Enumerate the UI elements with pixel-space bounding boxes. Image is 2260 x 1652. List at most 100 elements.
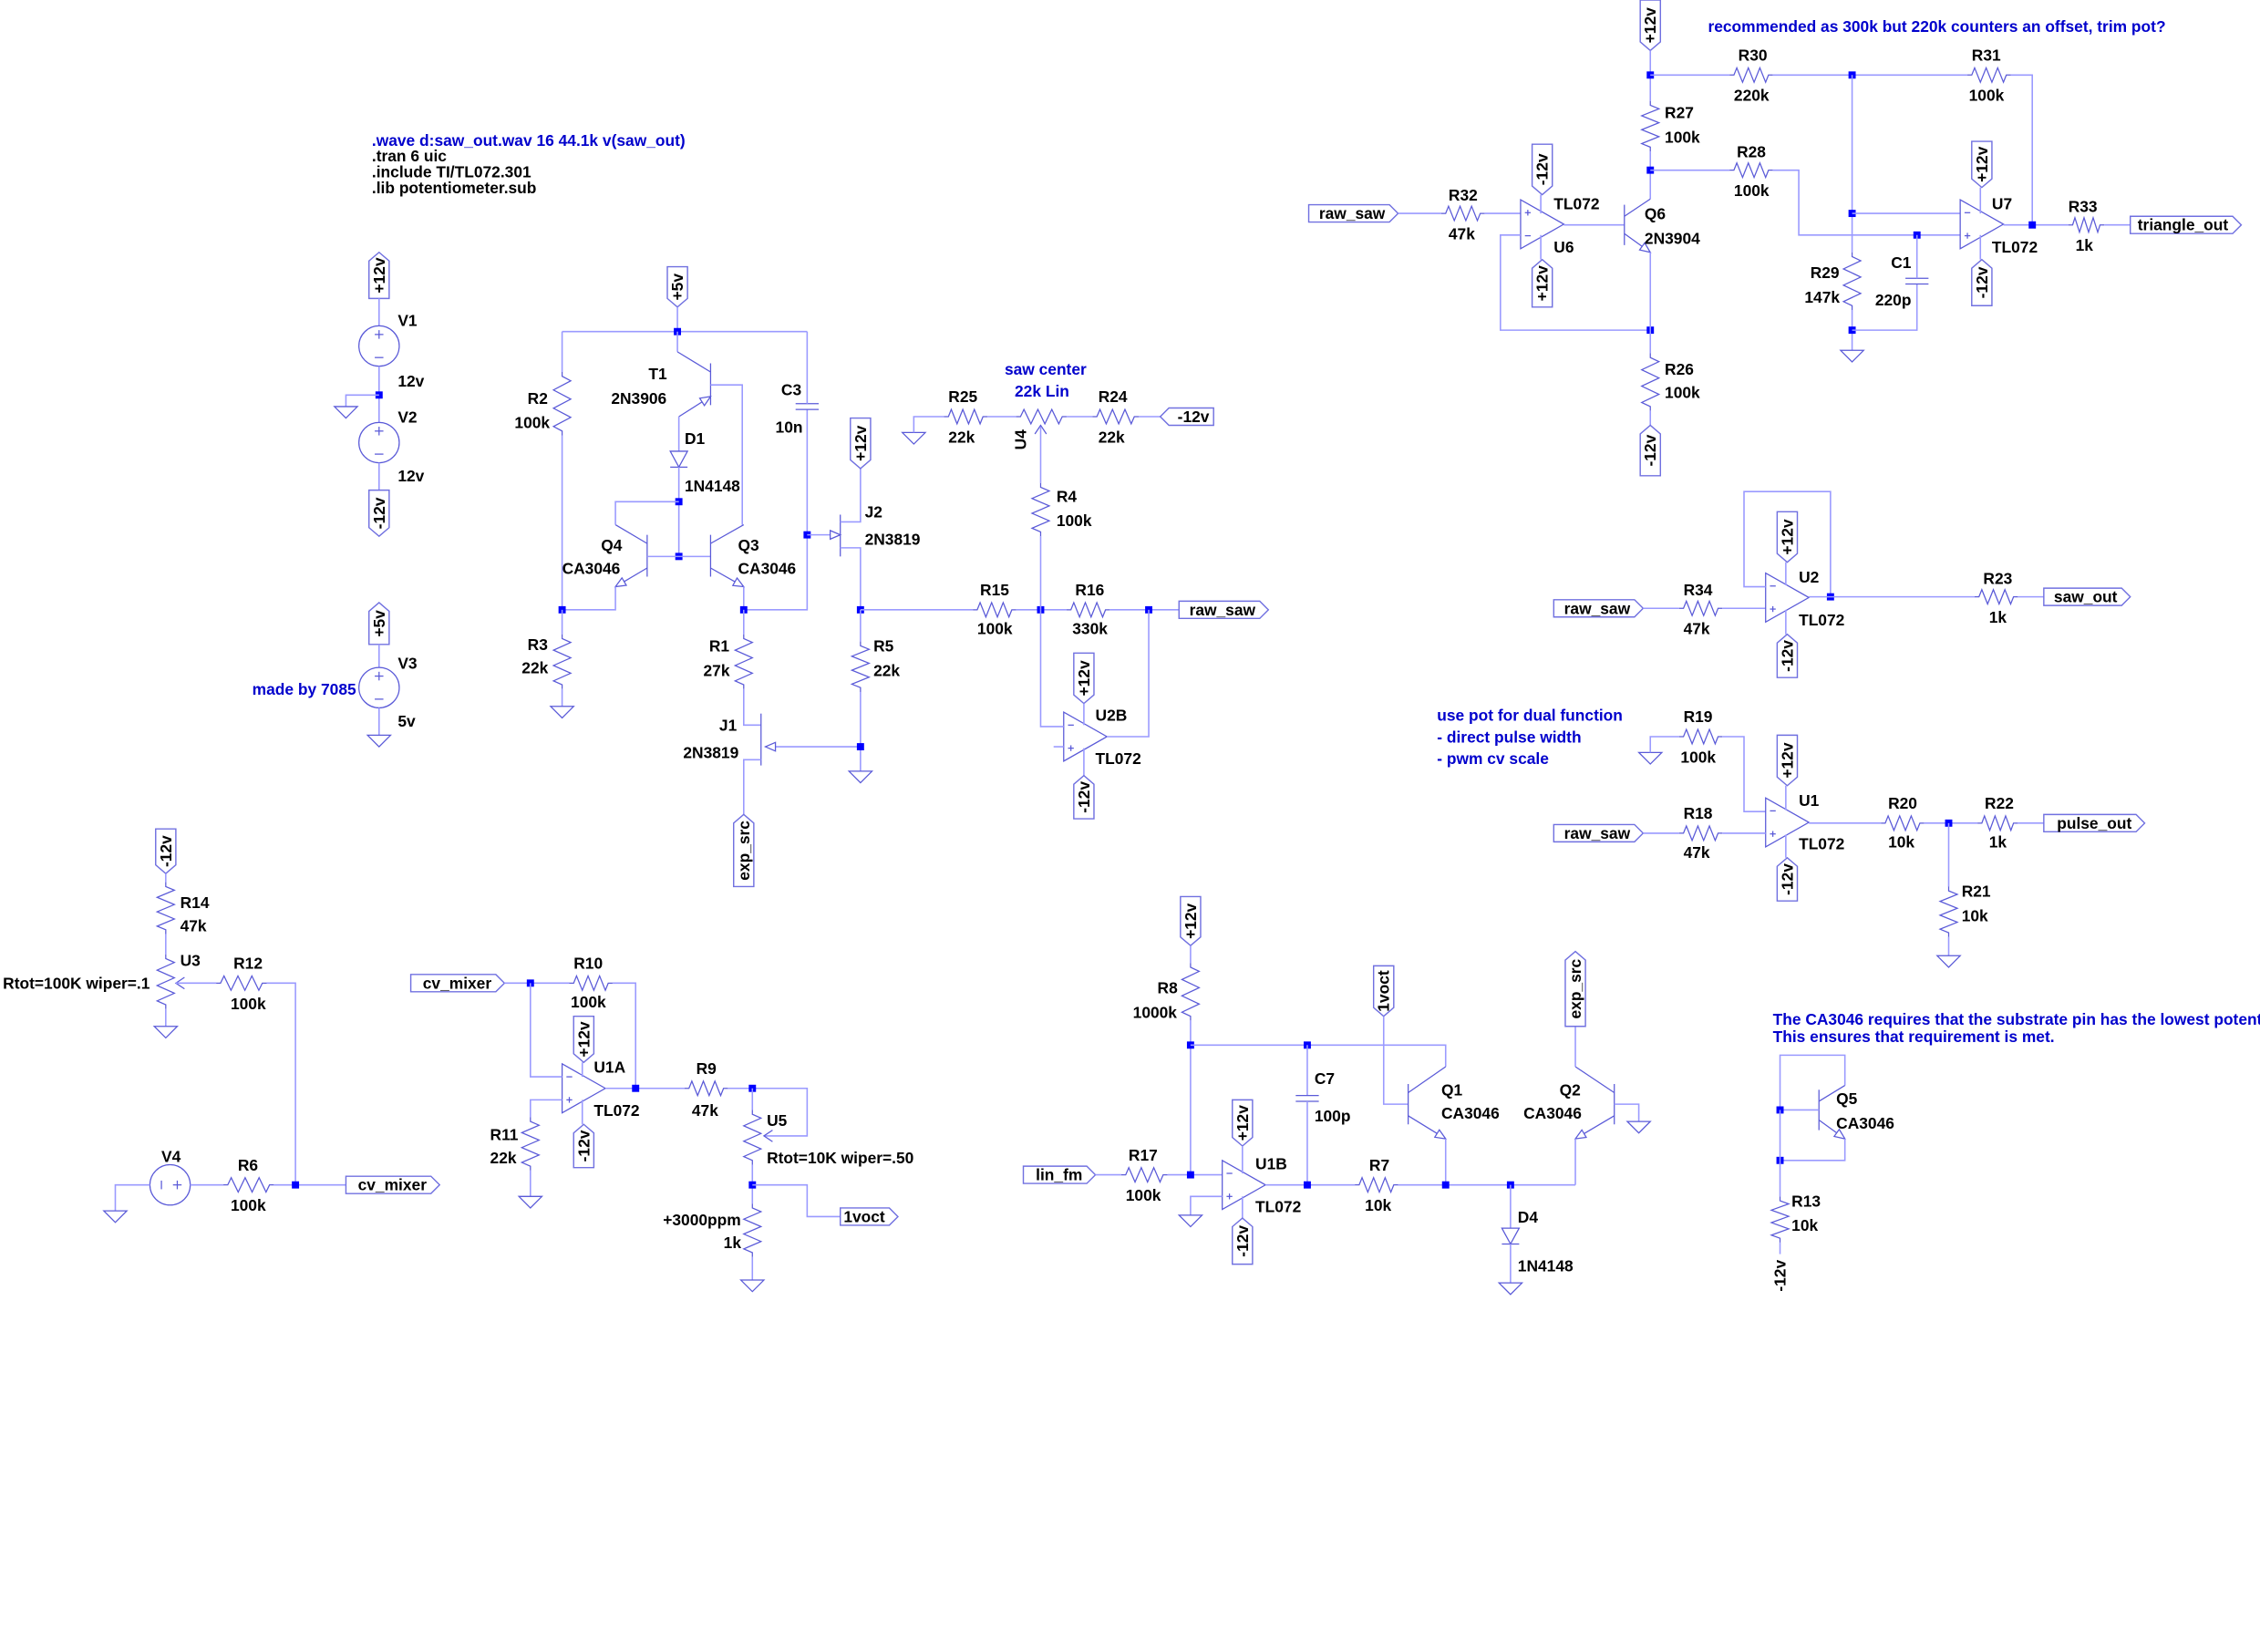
net-flag[interactable] <box>368 602 390 645</box>
net-port[interactable] <box>1553 823 1645 843</box>
component-label: D4 <box>1518 1208 1539 1226</box>
wiper-arrow-icon <box>762 1130 773 1142</box>
collector-lead <box>614 524 648 544</box>
wire[interactable] <box>1190 1044 1447 1068</box>
net-flag[interactable] <box>1776 856 1799 902</box>
component-label: R30 <box>1739 46 1768 64</box>
net-flag[interactable] <box>1372 965 1395 1017</box>
component-label: TL072 <box>1255 1198 1301 1216</box>
wire[interactable] <box>1779 1054 1846 1110</box>
component-label: R1 <box>709 637 730 656</box>
emitter-arrow-icon <box>1638 242 1652 253</box>
comment: recommended as 300k but 220k counters an… <box>1708 17 2165 36</box>
wire[interactable] <box>530 1099 562 1118</box>
resistor-symbol <box>1066 601 1110 619</box>
net-port[interactable] <box>1159 407 1214 427</box>
wire[interactable] <box>840 547 862 610</box>
wire[interactable] <box>1852 284 1918 331</box>
net-flag[interactable] <box>155 828 177 875</box>
net-flag[interactable] <box>1564 950 1586 1027</box>
component-label: 1k <box>2076 236 2094 254</box>
wire[interactable] <box>345 394 379 407</box>
resistor-symbol <box>1092 408 1139 426</box>
component-label: TL072 <box>1992 238 2038 256</box>
net-flag[interactable] <box>1776 511 1799 563</box>
voltage-source-symbol <box>149 1163 191 1206</box>
junction-dot <box>558 605 566 614</box>
net-port[interactable] <box>409 974 506 993</box>
net-flag[interactable] <box>1971 140 1993 189</box>
net-port[interactable] <box>2043 587 2131 606</box>
component-label: 330k <box>1072 620 1108 638</box>
wire[interactable] <box>743 409 809 611</box>
ground-icon <box>1839 349 1865 363</box>
net-port[interactable] <box>345 1175 441 1194</box>
net-port[interactable] <box>840 1207 899 1226</box>
wire[interactable] <box>1107 609 1150 738</box>
net-port[interactable] <box>1307 203 1399 223</box>
net-port[interactable] <box>2129 215 2243 234</box>
net-flag[interactable] <box>1639 424 1662 477</box>
wire[interactable] <box>1190 1195 1223 1215</box>
net-port[interactable] <box>1178 600 1270 620</box>
wire[interactable] <box>728 1087 809 1137</box>
component-label: 47k <box>1684 620 1710 638</box>
wire[interactable] <box>530 983 562 1078</box>
net-flag[interactable] <box>1073 652 1095 705</box>
net-flag[interactable] <box>1531 258 1553 308</box>
component-label: J1 <box>719 717 738 735</box>
wire[interactable] <box>612 982 637 1089</box>
wire[interactable] <box>2010 74 2033 225</box>
net-flag[interactable] <box>1776 633 1799 678</box>
net-port[interactable] <box>1022 1165 1097 1184</box>
net-flag[interactable] <box>1639 0 1662 52</box>
net-flag[interactable] <box>1776 734 1799 787</box>
wire[interactable] <box>1382 1016 1409 1105</box>
ground-icon <box>1177 1214 1204 1228</box>
wire[interactable] <box>1649 736 1679 753</box>
wire[interactable] <box>1039 609 1064 728</box>
lib-directive: .lib potentiometer.sub <box>372 179 537 197</box>
net-port[interactable] <box>2043 813 2146 833</box>
wire[interactable] <box>562 586 616 611</box>
net-flag[interactable] <box>368 489 390 538</box>
wire[interactable] <box>913 416 944 433</box>
net-flag[interactable] <box>1073 774 1095 820</box>
comment: saw center <box>1005 360 1087 378</box>
wire[interactable] <box>1614 1103 1640 1122</box>
wire[interactable] <box>1722 736 1766 812</box>
component-label: V1 <box>397 311 418 329</box>
wire[interactable] <box>1500 234 1651 331</box>
net-flag[interactable] <box>368 251 390 300</box>
component-label: R12 <box>233 955 263 973</box>
wire[interactable] <box>840 468 862 523</box>
net-flag[interactable] <box>1971 258 1993 306</box>
wire[interactable] <box>710 384 744 525</box>
net-flag[interactable] <box>1232 1217 1254 1265</box>
wire[interactable] <box>1772 169 1961 236</box>
ground-icon <box>102 1210 129 1224</box>
wire[interactable] <box>743 688 761 727</box>
junction-dot <box>1186 1171 1194 1179</box>
component-label: C1 <box>1891 253 1912 272</box>
net-flag[interactable] <box>666 265 688 308</box>
wire[interactable] <box>114 1183 150 1212</box>
net-flag[interactable] <box>1531 143 1553 196</box>
net-flag[interactable] <box>573 1123 595 1169</box>
net-flag[interactable] <box>1180 895 1202 947</box>
wire[interactable] <box>614 501 679 525</box>
wire[interactable] <box>1743 490 1832 597</box>
net-port[interactable] <box>1553 599 1645 618</box>
wire[interactable] <box>743 759 761 815</box>
net-flag[interactable] <box>733 813 755 888</box>
net-flag[interactable] <box>850 417 872 470</box>
wire[interactable] <box>1780 1139 1846 1162</box>
component-label: R29 <box>1811 263 1840 282</box>
wire[interactable] <box>266 982 296 1185</box>
net-flag[interactable] <box>1232 1099 1254 1147</box>
wire[interactable] <box>752 1183 841 1218</box>
component-label: R28 <box>1737 142 1766 160</box>
net-flag[interactable] <box>573 1015 595 1064</box>
